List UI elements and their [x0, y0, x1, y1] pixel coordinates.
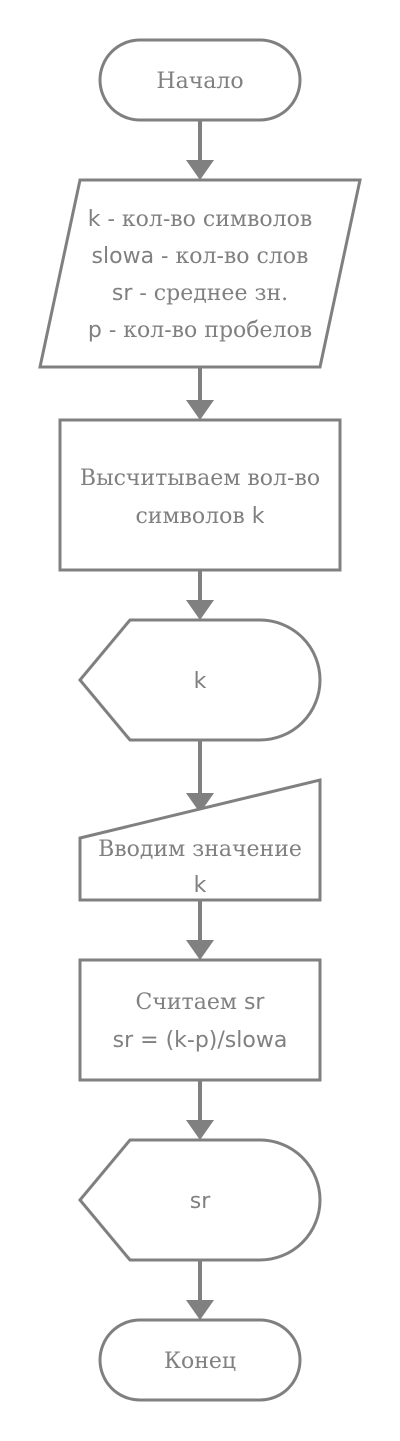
process2-label: Считаем sr sr = (k-p)/slowa [113, 990, 288, 1053]
label-segment: Вводим значение [98, 837, 302, 862]
start-terminator-shape [98, 38, 302, 122]
label-segment: Высчитываем вол-во [80, 466, 320, 491]
process1-node: Высчитываем вол-во символов k [58, 418, 342, 572]
display2-node: sr [78, 1138, 322, 1262]
input-data-shape [38, 178, 362, 369]
arrowhead-manual-process2 [186, 940, 214, 960]
start-node: Начало [98, 38, 302, 122]
label-segment: k [252, 504, 265, 529]
process2-shape [78, 958, 322, 1082]
end-node: Конец [98, 1318, 302, 1402]
manual-input-label: Вводим значение k [98, 837, 302, 898]
label-segment: символов [135, 504, 251, 529]
input-label: k - кол-во символов slowa - кол-во слов sr… [88, 207, 313, 343]
arrowhead-process1-display1 [186, 600, 214, 620]
label-segment: sr [112, 281, 133, 306]
arrowhead-process2-display2 [186, 1120, 214, 1140]
process2-node: Считаем sr sr = (k-p)/slowa [78, 958, 322, 1082]
arrowhead-display2-end [186, 1300, 214, 1320]
manual-input-shape [78, 778, 322, 902]
display2-shape [78, 1138, 322, 1262]
display1-label: k [194, 669, 207, 694]
label-segment: sr [244, 990, 265, 1015]
label-segment: - среднее зн. [132, 281, 288, 306]
label-segment: - кол-во пробелов [102, 318, 312, 343]
label-segment: k [194, 873, 207, 898]
input-node: k - кол-во символов slowa - кол-во слов sr… [38, 178, 362, 369]
label-segment: sr = (k-p)/slowa [113, 1028, 288, 1053]
label-segment: slowa [92, 244, 155, 269]
connectors [186, 120, 214, 1320]
display1-node: k [78, 618, 322, 742]
display1-shape [78, 618, 322, 742]
label-segment: k [88, 207, 101, 232]
process1-label: Высчитываем вол-во символов k [80, 466, 320, 529]
display2-label: sr [190, 1189, 211, 1214]
arrowhead-display1-manual [186, 793, 214, 813]
end-terminator-shape [98, 1318, 302, 1402]
process1-shape [58, 418, 342, 572]
arrowhead-start-input [186, 160, 214, 180]
label-segment: - кол-во слов [154, 244, 308, 269]
start-label: Начало [156, 69, 243, 94]
manual-input-node: Вводим значение k [78, 778, 322, 902]
end-label: Конец [164, 1349, 236, 1374]
label-segment: Считаем [136, 990, 244, 1015]
label-segment: p [88, 318, 102, 343]
arrowhead-input-process1 [186, 400, 214, 420]
label-segment: - кол-во символов [100, 207, 312, 232]
